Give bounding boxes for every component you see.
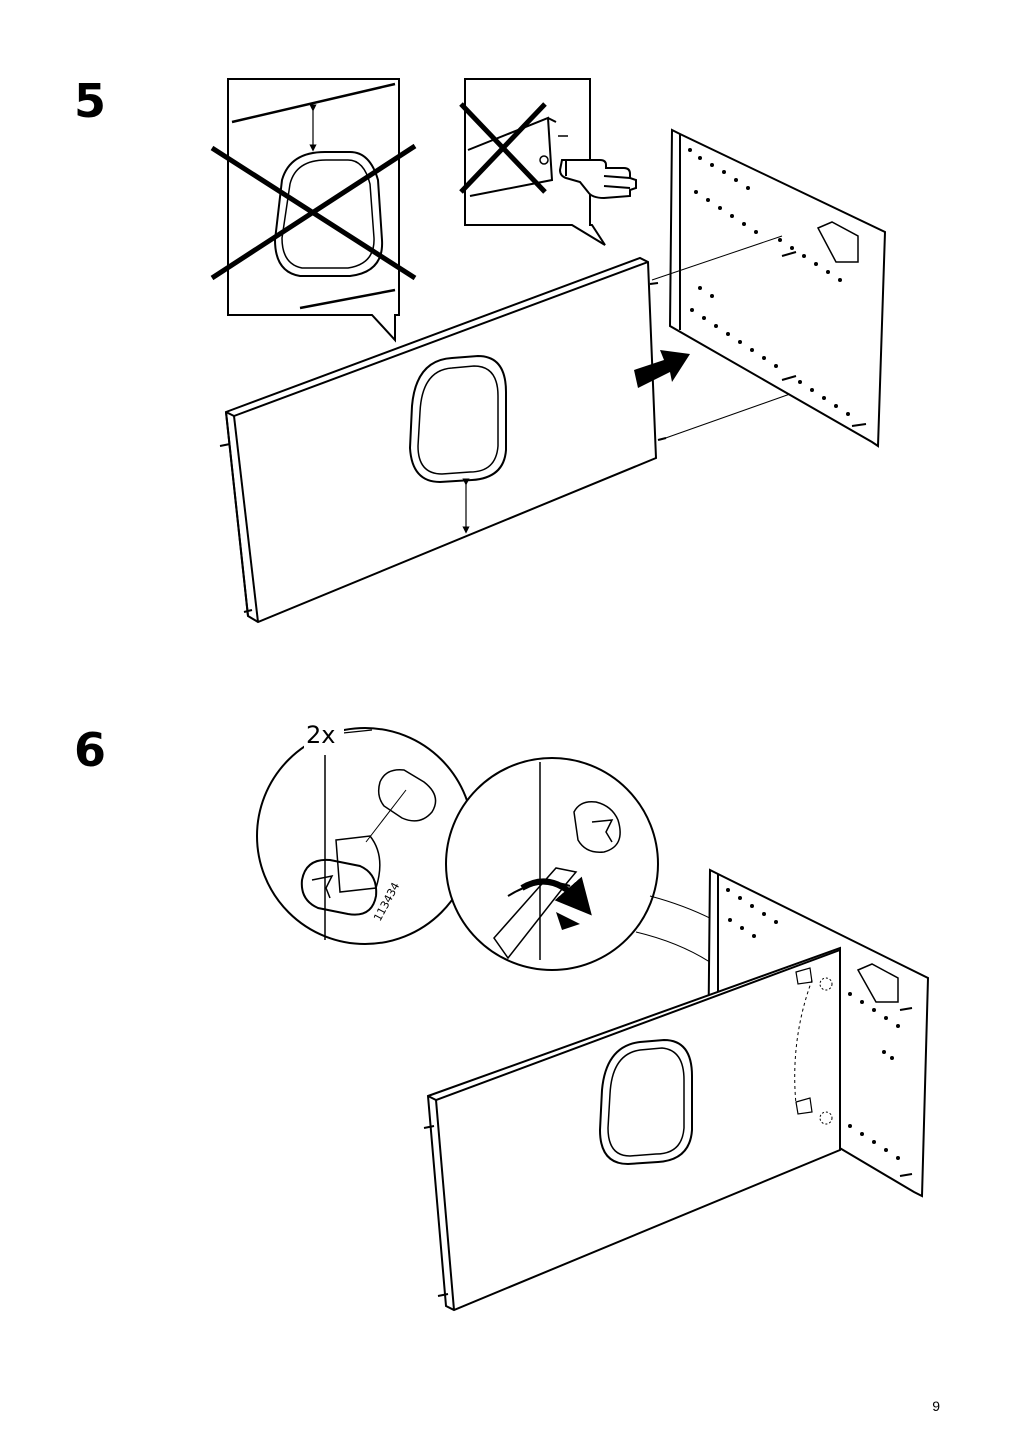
pin-detail-callout (459, 78, 637, 246)
step-6-number: 6 (74, 723, 107, 777)
prohibited-cross-icon (459, 102, 547, 194)
quantity-label: 2x (306, 721, 335, 749)
page-number: 9 (932, 1398, 940, 1414)
push-arrow-icon (634, 350, 690, 388)
rotate-arrow-icon (556, 912, 580, 930)
screwdriver-callout (445, 757, 659, 971)
side-panel (668, 128, 887, 448)
pointing-hand-icon (558, 159, 637, 200)
cam-lock-part-callout (256, 727, 474, 945)
cam-lock-slot-icon (311, 874, 334, 899)
step-6-illustration (256, 727, 930, 1312)
step-5-number: 5 (74, 74, 107, 128)
front-panel (219, 256, 667, 624)
wrong-orientation-callout (210, 78, 417, 343)
hinge-plate (856, 963, 899, 1003)
prohibited-cross-icon (210, 143, 417, 281)
hinge-plate (816, 221, 859, 263)
step-5-illustration (210, 78, 887, 624)
front-panel (423, 946, 841, 1312)
